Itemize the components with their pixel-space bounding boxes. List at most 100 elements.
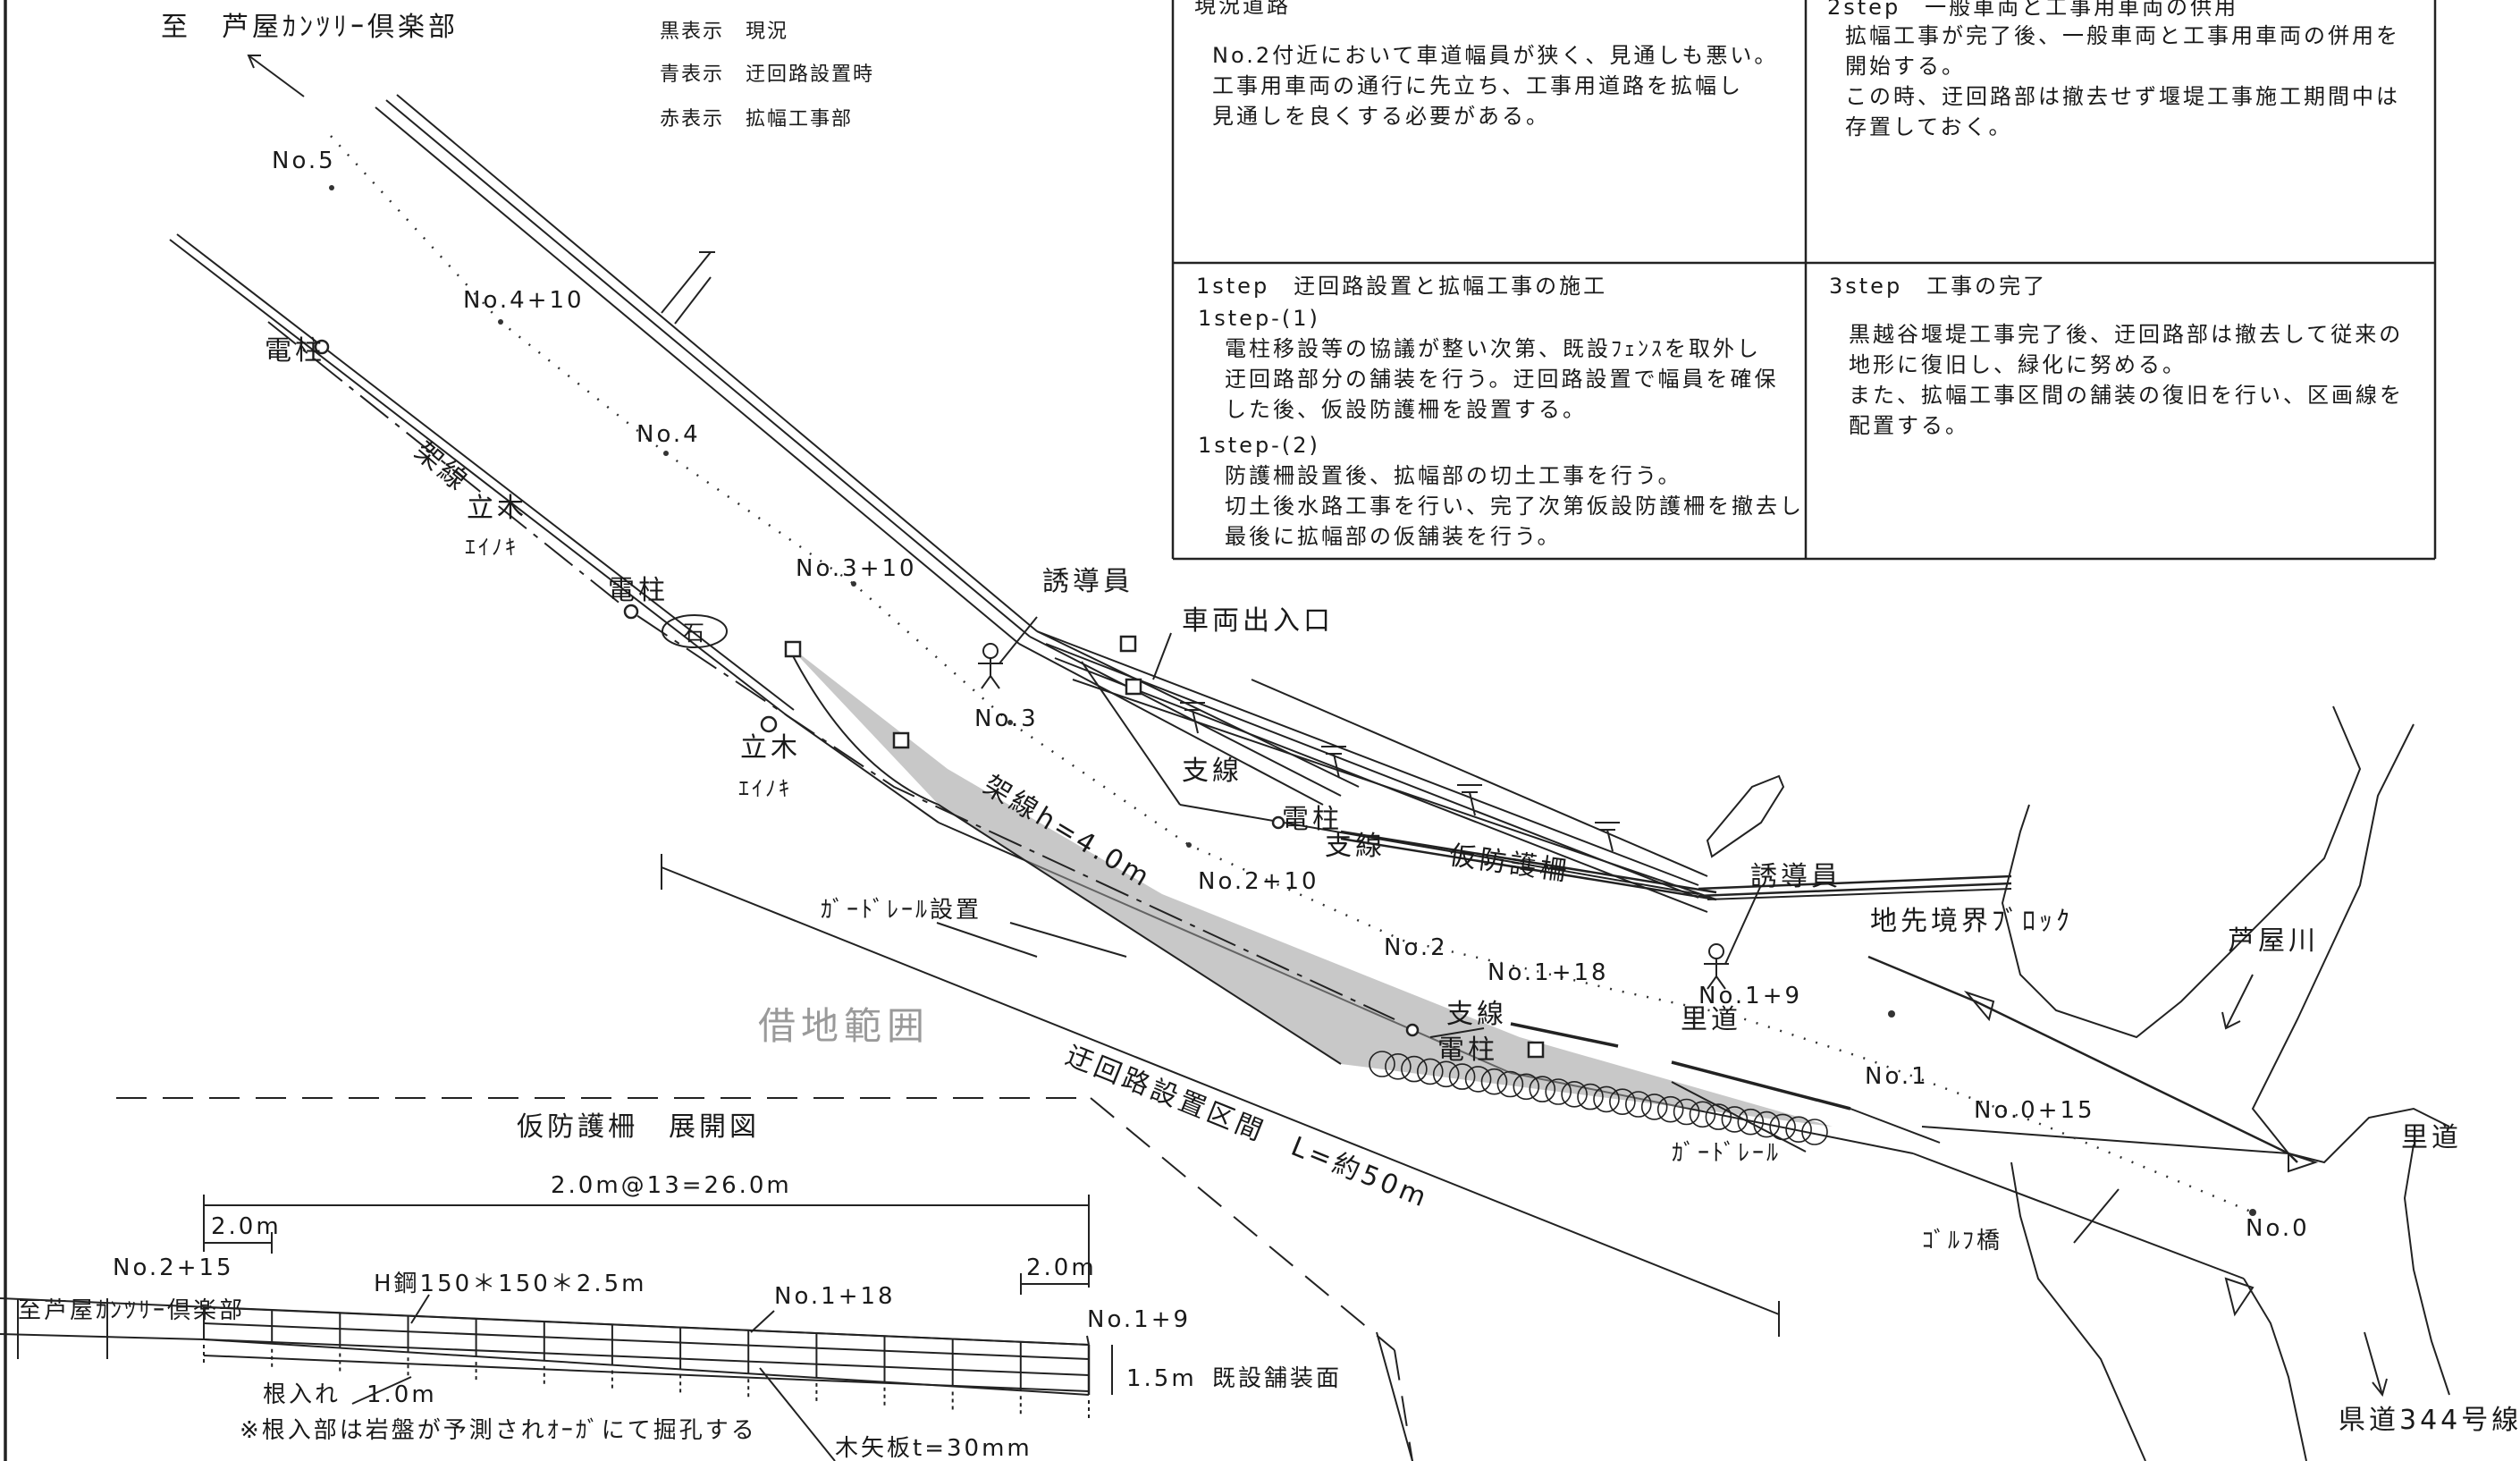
pole-label: 電柱 [1282, 804, 1343, 835]
branch-wire-label: 支線 [1182, 756, 1243, 787]
boundary-block-label: 地先境界ﾌﾞﾛｯｸ [1870, 906, 2073, 937]
step3-line: 地形に復旧し、緑化に努める。 [1849, 352, 2187, 377]
fence-pile [1513, 1073, 1540, 1101]
temp-fence-label: 仮防護柵 [1447, 840, 1572, 888]
station-marker [2249, 1209, 2256, 1216]
entrance-label: 車両出入口 [1182, 605, 1334, 637]
pole-label: 電柱 [1437, 1035, 1498, 1066]
pole-label: 電柱 [608, 575, 669, 606]
satomichi-label: 里道 [1681, 1004, 1741, 1035]
stone-label: 石 [683, 621, 707, 646]
station-label: No.5 [272, 148, 336, 174]
side-road-stub [661, 251, 715, 325]
step3-line: 配置する。 [1849, 413, 1969, 438]
guide-label: 誘導員 [1042, 566, 1134, 597]
embed-depth-label: 根入れ 1.0m [263, 1381, 437, 1408]
branch-wire-label: 支線 [1446, 999, 1507, 1030]
step1-line: 迂回路部分の舗装を行う。迂回路設置で幅員を確保 [1225, 367, 1779, 392]
station-label: No.1+18 [1488, 959, 1609, 986]
fence-pile [1785, 1116, 1812, 1143]
fence-pile [1801, 1119, 1828, 1145]
utility-pole-icon [1405, 1023, 1420, 1037]
road-lower-edge [169, 233, 940, 823]
fence-pile [1480, 1068, 1508, 1095]
branch-wire-label: 支線 [1325, 831, 1386, 862]
step1-title: 1step 迂回路設置と拡幅工事の施工 [1196, 274, 1607, 299]
step2-line: 開始する。 [1845, 54, 1966, 79]
embed-note-label: ※根入部は岩盤が予測されｵｰｶﾞにて掘孔する [240, 1417, 757, 1444]
station-label: No.2+10 [1198, 868, 1319, 895]
fence-pile [1369, 1051, 1395, 1077]
fence-elevation [0, 1294, 1113, 1461]
marker-square [784, 640, 802, 658]
temporary-fence-line [1340, 830, 2012, 901]
guide-label: 誘導員 [1750, 861, 1842, 892]
board-label: 木矢板t=30mm [835, 1435, 1032, 1461]
fence-pile [1417, 1058, 1444, 1085]
elevation-span-left: 2.0m [211, 1213, 282, 1240]
station-label: No.0 [2246, 1215, 2310, 1242]
fence-pile [1561, 1081, 1588, 1108]
station-label: No.1+9 [1698, 983, 1802, 1009]
station-label: No.2 [1384, 934, 1448, 961]
golf-bridge-label: ｺﾞﾙﾌ橋 [1922, 1228, 2002, 1254]
station-marker [1186, 842, 1192, 848]
fence-pile [1721, 1106, 1749, 1133]
station-label: No.0+15 [1974, 1097, 2095, 1124]
fence-pile [1673, 1098, 1700, 1126]
fence-pile [1625, 1091, 1652, 1118]
step2-title: 2step 一般車両と工事用車両の供用 [1827, 0, 2238, 20]
step1-line: した後、仮設防護柵を設置する。 [1225, 397, 1587, 422]
utility-pole-icon [1271, 815, 1285, 830]
step1-line: 切土後水路工事を行い、完了次第仮設防護柵を撤去し [1225, 494, 1804, 519]
embankment-shape [1706, 774, 1785, 858]
detour-dimension-line [661, 854, 1780, 1337]
station-marker [498, 319, 503, 325]
step3-title: 3step 工事の完了 [1829, 274, 2047, 299]
station-marker [663, 451, 669, 456]
elevation-overall-dimension [203, 1195, 1090, 1295]
elevation-start-destination: 至芦屋ｶﾝﾂﾘｰ倶楽部 [18, 1297, 245, 1324]
fence-pile [1656, 1095, 1684, 1123]
station-label: No.4+10 [463, 287, 585, 314]
fence-pile [1609, 1088, 1636, 1115]
elevation-post-label: H鋼150＊150＊2.5m [374, 1271, 646, 1297]
station-label: No.3+10 [796, 555, 917, 582]
step2-line: 存置しておく。 [1845, 114, 2013, 139]
utility-pole-icon [314, 339, 330, 355]
fence-pile [1545, 1078, 1572, 1105]
current-road-line: 見通しを良くする必要がある。 [1212, 104, 1550, 129]
ashiya-river-label: 芦屋川 [2228, 925, 2319, 957]
step1-line: 最後に拡幅部の仮舗装を行う。 [1225, 524, 1562, 549]
legend-blue: 青表示 迂回路設置時 [660, 63, 874, 86]
fence-pile [1705, 1103, 1732, 1130]
guide-person-icon [978, 616, 1038, 689]
tree-species-label: ｴｲﾉｷ [465, 535, 518, 560]
elevation-overall-label: 2.0m@13=26.0m [551, 1172, 792, 1199]
elevation-span-right: 2.0m [1026, 1254, 1097, 1281]
borrowed-land-label: 借地範囲 [758, 1004, 930, 1048]
marker-square [1527, 1041, 1545, 1059]
guide-person-icon [1704, 884, 1762, 990]
station-marker [1888, 1010, 1895, 1018]
marker-square [1119, 635, 1137, 653]
overhead-wire-label: 架線 [409, 435, 476, 499]
leader-lines [936, 632, 2120, 1244]
guardrail-install-label: ｶﾞｰﾄﾞﾚｰﾙ設置 [821, 897, 982, 924]
existing-pavement-label: 既設舗装面 [1212, 1365, 1342, 1392]
road-arrow-icon [2364, 1331, 2388, 1398]
step3-line: 黒越谷堰堤工事完了後、迂回路部は撤去して従来の [1849, 322, 2403, 347]
step1-sub2: 1step-(2) [1198, 433, 1320, 458]
step1-sub1: 1step-(1) [1198, 306, 1320, 331]
stone-outline [662, 614, 728, 648]
temporary-fence-posts [1369, 1051, 1828, 1145]
elevation-height-label: 1.5m [1126, 1365, 1197, 1392]
current-road-line: No.2付近において車道幅員が狭く、見通しも悪い。 [1212, 43, 1778, 68]
prefectural-road-label: 県道344号線 [2339, 1405, 2520, 1436]
arrow-icon [247, 55, 305, 97]
tree-icon [760, 715, 778, 733]
borrowed-land-boundary [1376, 1331, 1413, 1461]
elevation-start-station: No.2+15 [113, 1254, 234, 1281]
